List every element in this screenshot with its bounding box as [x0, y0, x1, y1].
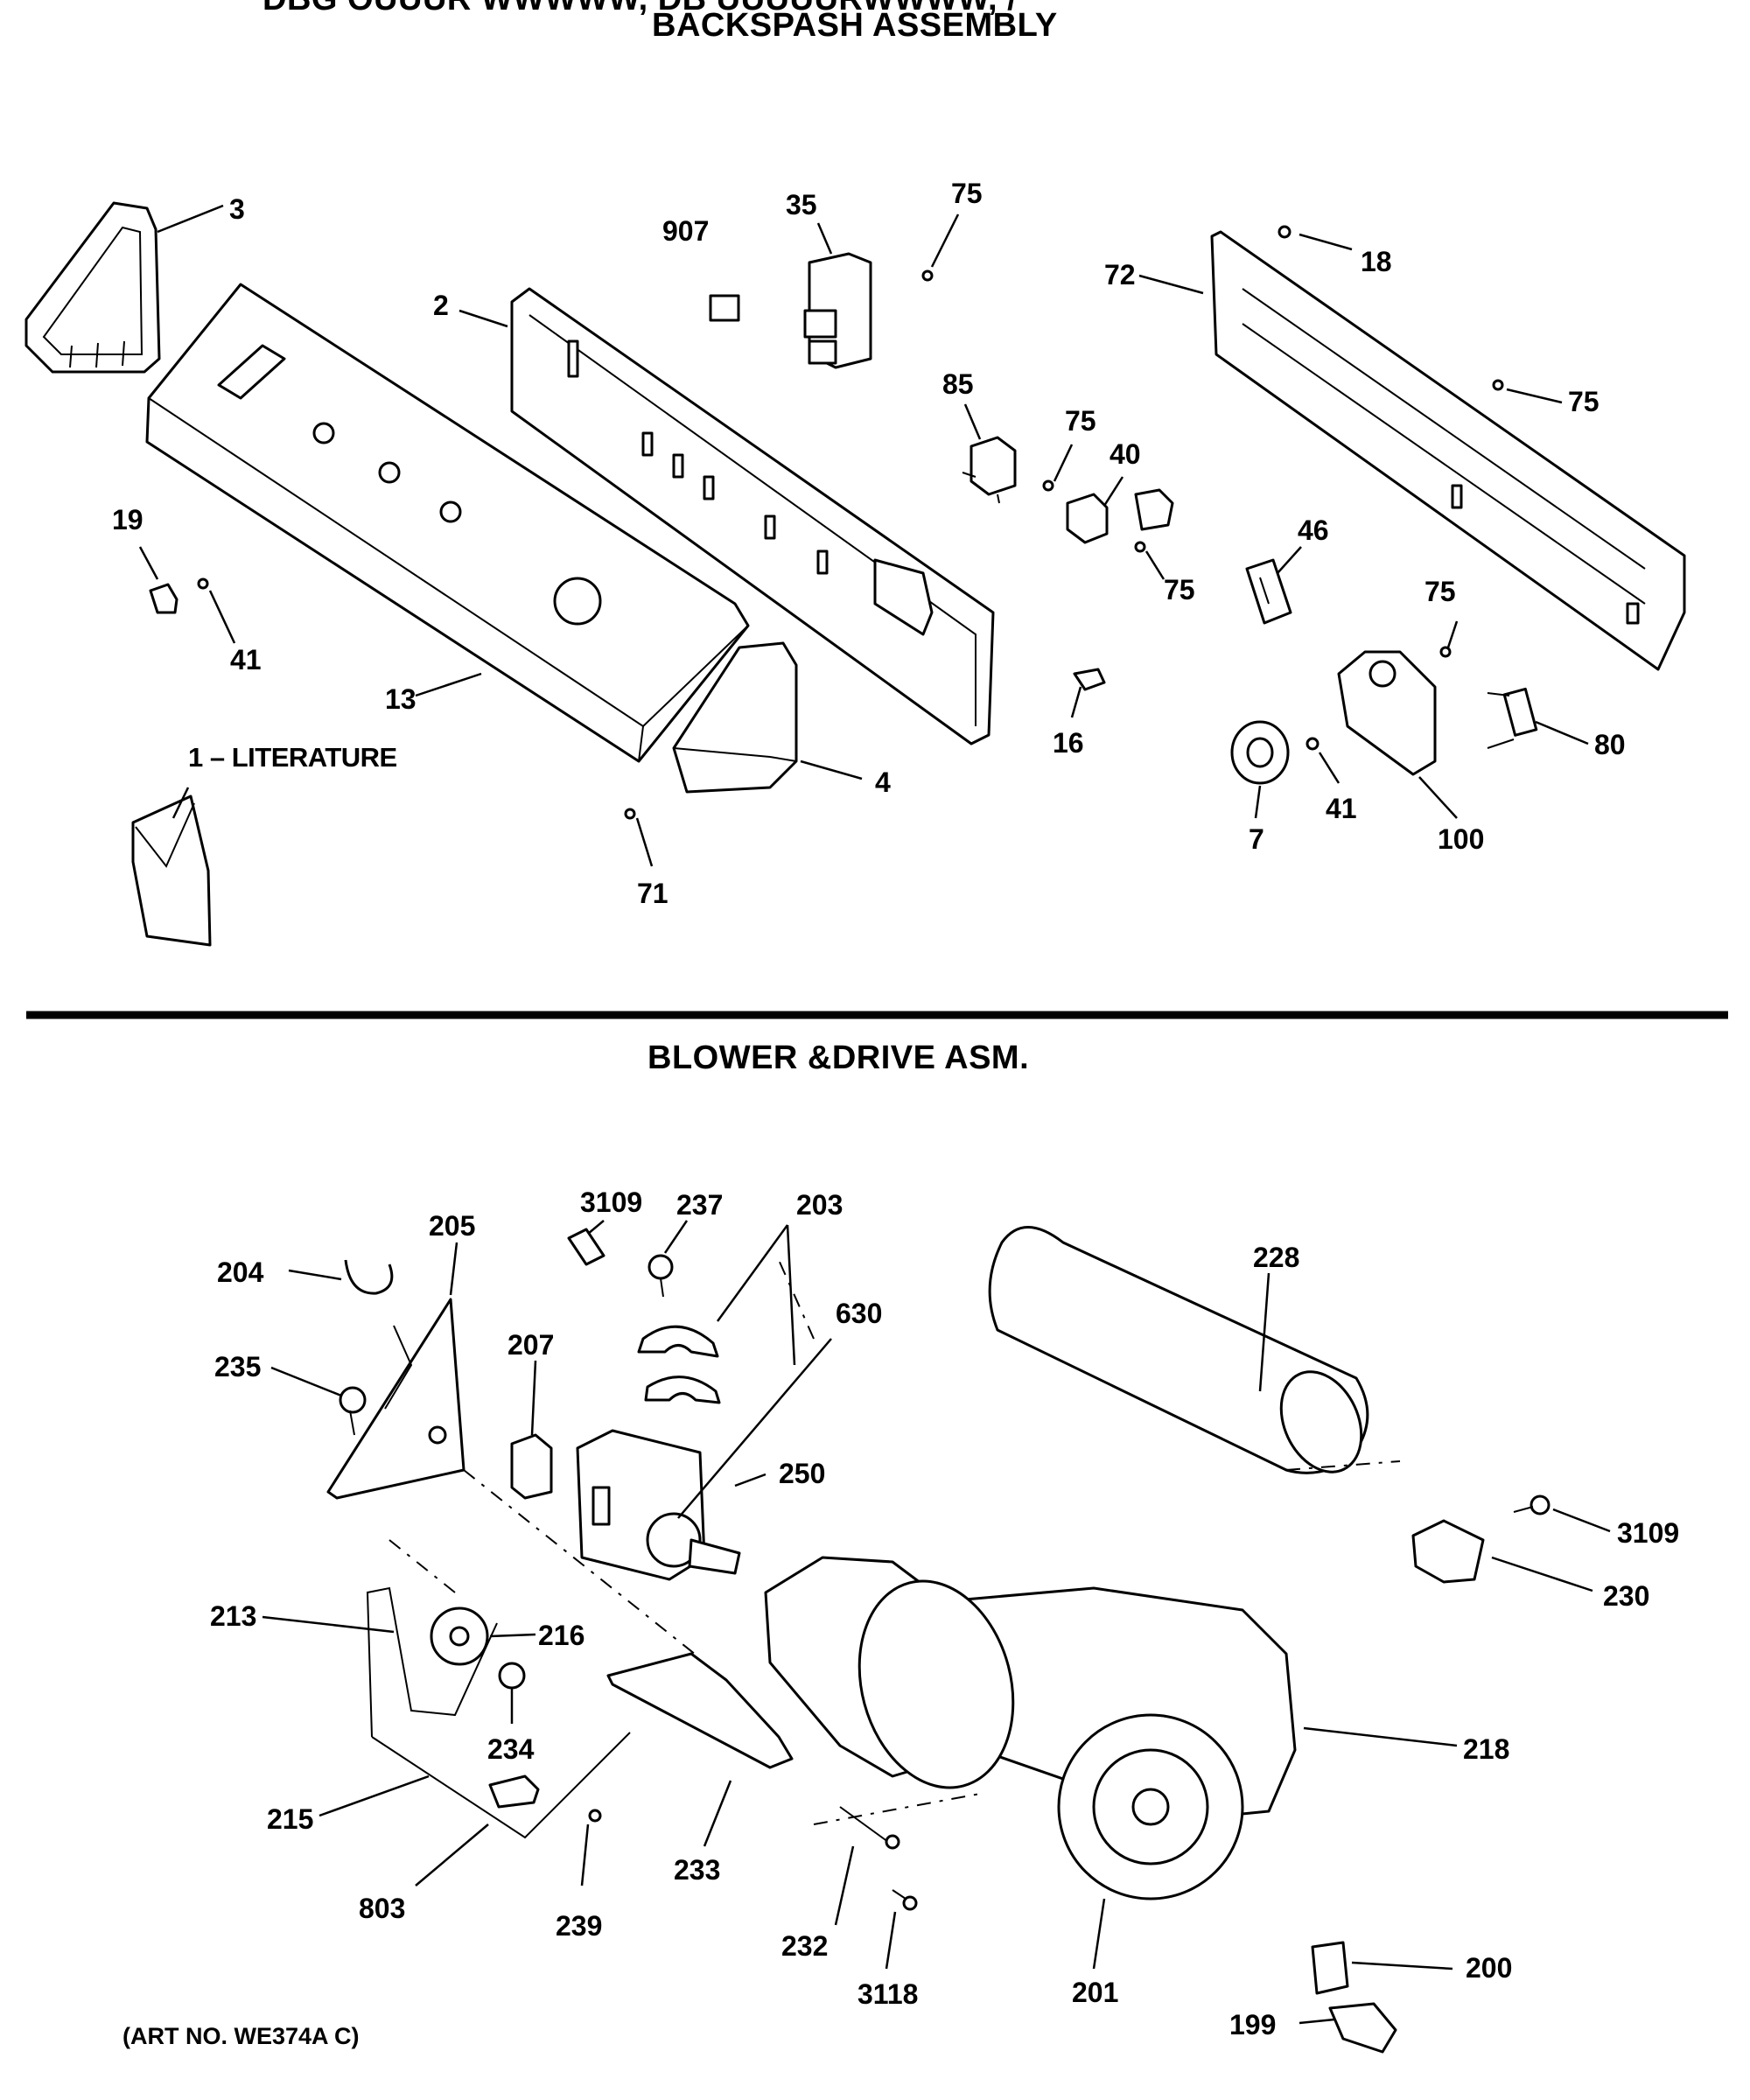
clip-200-part — [1311, 1941, 1349, 1995]
assembly-dash-lines — [388, 1259, 1401, 1825]
art-number: (ART NO. WE374A C) — [122, 2023, 360, 2049]
ground-strap-203-part — [637, 1325, 721, 1404]
callout-75: 75 — [1164, 574, 1195, 606]
bolt-199-part — [1328, 2002, 1397, 2054]
callout-7: 7 — [1249, 823, 1264, 855]
callout-71: 71 — [637, 878, 668, 909]
screws-backsplash — [197, 225, 1504, 820]
switch-40-part — [1066, 488, 1174, 544]
callout-803: 803 — [359, 1893, 405, 1924]
callout-75: 75 — [951, 178, 983, 209]
callout-13: 13 — [385, 683, 416, 715]
screw-237-part — [648, 1254, 674, 1298]
rod-232-part — [839, 1806, 900, 1850]
leader-lines-backsplash — [138, 204, 1589, 867]
bearing-234-part — [498, 1662, 526, 1690]
callout-3109: 3109 — [580, 1186, 642, 1218]
callout-80: 80 — [1594, 729, 1626, 760]
screw-235-part — [339, 1386, 367, 1436]
callout-16: 16 — [1053, 727, 1084, 759]
clip-16-part — [1073, 668, 1106, 691]
callout-3: 3 — [229, 193, 245, 225]
callout-85: 85 — [942, 368, 974, 400]
callout-19: 19 — [112, 504, 144, 536]
relay-207-part — [510, 1433, 553, 1500]
callout-199: 199 — [1229, 2009, 1276, 2040]
wheel-201-part — [1057, 1713, 1244, 1900]
callout-46: 46 — [1298, 514, 1329, 546]
callout-3109: 3109 — [1617, 1517, 1679, 1549]
console-panel-part — [145, 283, 750, 763]
callout-75: 75 — [1568, 386, 1600, 417]
callout-200: 200 — [1466, 1952, 1512, 1984]
belt-213-215-part — [366, 1586, 631, 1839]
callout-100: 100 — [1438, 823, 1484, 855]
callout-203: 203 — [796, 1189, 843, 1221]
callouts-blower: 3109 237 203 205 204 228 630 207 235 250… — [210, 1186, 1679, 2040]
thermostat-230-part — [1411, 1519, 1485, 1584]
callout-4: 4 — [875, 766, 891, 798]
switch-block-35-part — [803, 252, 872, 369]
screw-3118-part — [892, 1889, 918, 1911]
motor-250-part — [576, 1429, 741, 1581]
callout-218: 218 — [1463, 1733, 1509, 1765]
board-46-part — [1245, 558, 1292, 625]
callout-239: 239 — [556, 1910, 602, 1942]
screw-3109b-part — [1513, 1494, 1550, 1516]
back-panel-72-part — [1210, 230, 1686, 671]
screw-239-part — [588, 1809, 602, 1823]
knob-7-part — [1230, 720, 1290, 785]
timer-100-part — [1337, 650, 1437, 776]
callout-207: 207 — [508, 1329, 554, 1361]
connector-907-part — [709, 294, 740, 322]
callout-228: 228 — [1253, 1242, 1299, 1273]
resistor-80-part — [1487, 687, 1538, 749]
screw-3109a-part — [567, 1228, 606, 1266]
callout-234: 234 — [487, 1733, 535, 1765]
literature-label: 1 – LITERATURE — [188, 742, 397, 773]
end-cap-right-part — [672, 641, 798, 794]
idler-bracket-233-part — [606, 1652, 794, 1769]
callout-35: 35 — [786, 189, 817, 220]
callout-18: 18 — [1361, 246, 1392, 277]
switch-85-part — [962, 436, 1017, 504]
callout-201: 201 — [1072, 1977, 1118, 2008]
clip-19-part — [149, 583, 178, 614]
callout-75: 75 — [1065, 405, 1096, 437]
clamp-204-part — [344, 1259, 394, 1295]
callout-213: 213 — [210, 1600, 256, 1632]
literature-envelope-part — [131, 794, 212, 947]
callout-235: 235 — [214, 1351, 261, 1382]
leader-lines-blower — [262, 1220, 1611, 2025]
callout-75: 75 — [1424, 576, 1456, 607]
callout-205: 205 — [429, 1210, 475, 1242]
callout-215: 215 — [267, 1803, 313, 1835]
callout-233: 233 — [674, 1854, 720, 1886]
callout-41: 41 — [230, 644, 262, 676]
callout-204: 204 — [217, 1256, 264, 1288]
callout-216: 216 — [538, 1620, 584, 1651]
callouts-backsplash: 3 2 907 35 75 72 18 75 85 75 40 75 46 75… — [112, 178, 1626, 909]
blower-section-title: BLOWER &DRIVE ASM. — [648, 1040, 1030, 1076]
end-cap-left-part — [24, 201, 161, 374]
callout-907: 907 — [662, 215, 709, 247]
callout-250: 250 — [779, 1458, 825, 1489]
callout-3118: 3118 — [858, 1978, 918, 2010]
bracket-205-part — [326, 1298, 466, 1500]
callout-2: 2 — [433, 290, 449, 321]
model-title-cut: DBG OUUUR WWWWW, DB UUUUURWWWW, / — [262, 0, 1017, 18]
callout-630: 630 — [836, 1298, 882, 1329]
callout-72: 72 — [1104, 259, 1136, 290]
callout-230: 230 — [1603, 1580, 1649, 1612]
duct-228-part — [988, 1226, 1369, 1474]
callout-237: 237 — [676, 1189, 723, 1221]
callout-41: 41 — [1326, 793, 1357, 824]
idler-pulley-216-part — [430, 1606, 489, 1666]
callout-40: 40 — [1110, 438, 1141, 470]
backsplash-frame-part — [510, 287, 995, 746]
callout-232: 232 — [781, 1930, 828, 1962]
backsplash-section-title: BACKSPASH ASSEMBLY — [652, 7, 1058, 44]
switch-803-part — [488, 1774, 540, 1809]
